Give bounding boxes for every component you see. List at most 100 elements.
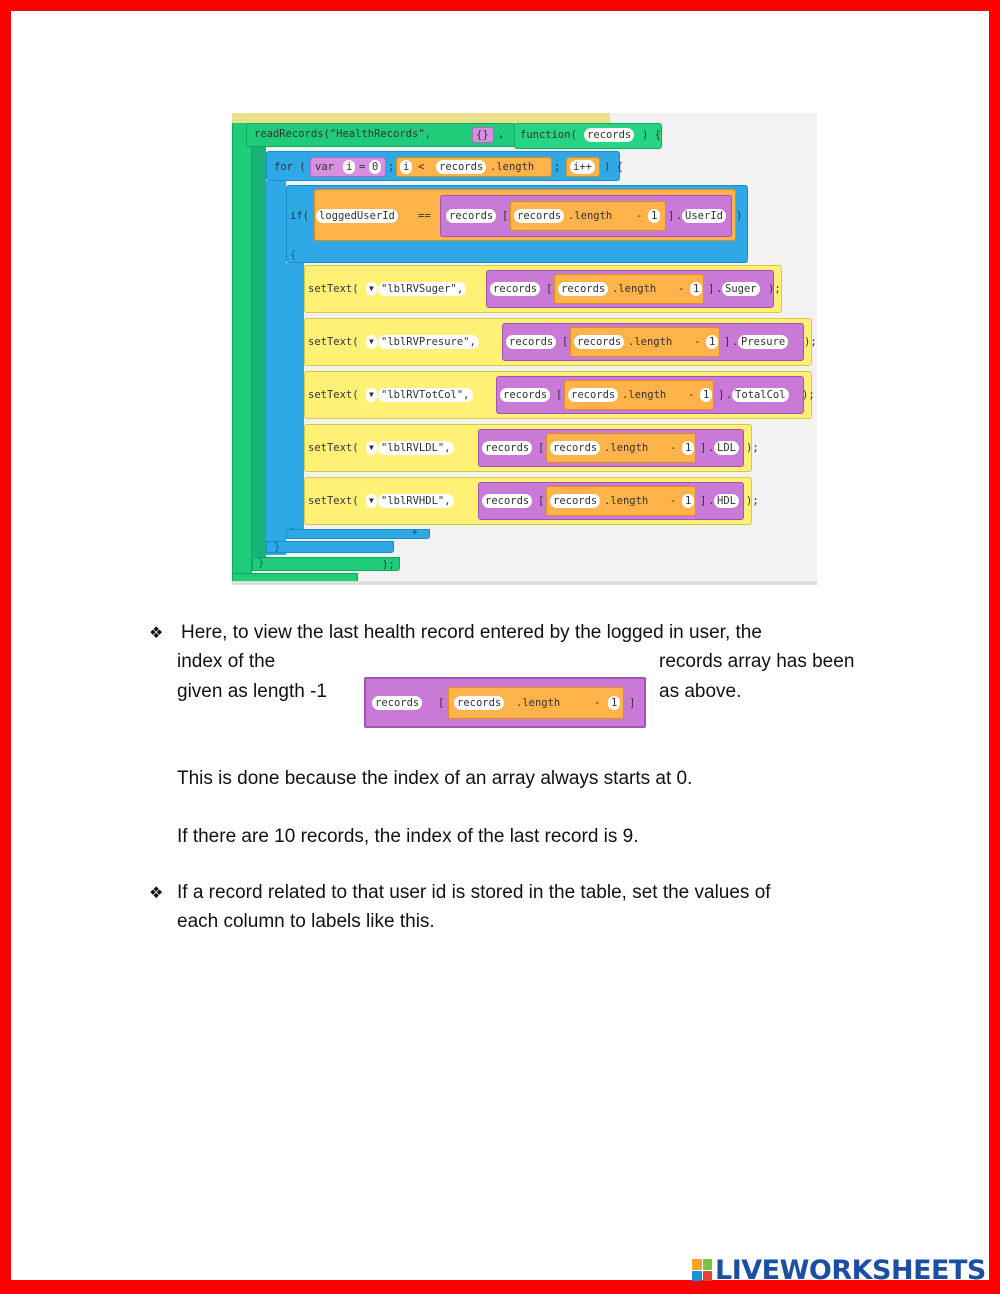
if-rhs-array: records bbox=[446, 209, 497, 223]
para1-line3b: as above. bbox=[659, 681, 742, 702]
settext-dot: . bbox=[726, 389, 733, 401]
settext-bracket-close: ] bbox=[718, 389, 725, 401]
liveworksheets-logo: LIVEWORKSHEETS bbox=[692, 1255, 986, 1286]
if-end-block bbox=[286, 529, 430, 539]
inline-bracket-close: ] bbox=[629, 697, 636, 709]
settext-end: ); bbox=[746, 495, 759, 507]
for-semicolon-1: ; bbox=[388, 161, 395, 173]
add-else-button[interactable]: + bbox=[412, 528, 418, 538]
dropdown-arrow-icon[interactable]: ▼ bbox=[366, 388, 377, 402]
bullet-2: ❖ bbox=[149, 883, 164, 902]
for-close: ) { bbox=[604, 161, 623, 173]
for-close-brace: } bbox=[274, 541, 281, 553]
for-init-value: 0 bbox=[369, 160, 382, 174]
settext-index-length: .length bbox=[604, 442, 649, 454]
if-rhs-dot: . bbox=[676, 210, 683, 222]
settext-field: Presure bbox=[738, 335, 789, 349]
settext-field: LDL bbox=[714, 441, 739, 455]
settext-element-id[interactable]: "lblRVPresure", bbox=[378, 335, 479, 349]
dropdown-arrow-icon[interactable]: ▼ bbox=[366, 494, 377, 508]
settext-records: records bbox=[500, 388, 551, 402]
function-param: records bbox=[584, 128, 635, 142]
for-var-keyword: var bbox=[315, 161, 334, 173]
settext-index-minus: - bbox=[694, 336, 701, 348]
if-index-one: 1 bbox=[648, 209, 661, 223]
para4-line2: each column to labels like this. bbox=[177, 911, 435, 932]
settext-bracket-close: ] bbox=[724, 336, 731, 348]
settext-end: ); bbox=[768, 283, 781, 295]
settext-field: TotalCol bbox=[732, 388, 789, 402]
settext-field: HDL bbox=[714, 494, 739, 508]
dropdown-arrow-icon[interactable]: ▼ bbox=[366, 282, 377, 296]
settext-call: setText( bbox=[308, 495, 359, 507]
settext-element-id[interactable]: "lblRVSuger", bbox=[378, 282, 467, 296]
settext-bracket-open: [ bbox=[538, 442, 545, 454]
settext-index-length: .length bbox=[612, 283, 657, 295]
green-rail bbox=[232, 113, 252, 585]
empty-object: {} bbox=[476, 129, 489, 141]
if-open-brace: { bbox=[290, 249, 297, 261]
dropdown-arrow-icon[interactable]: ▼ bbox=[366, 335, 377, 349]
settext-element-id[interactable]: "lblRVHDL", bbox=[378, 494, 454, 508]
settext-dot: . bbox=[708, 442, 715, 454]
settext-element-id[interactable]: "lblRVLDL", bbox=[378, 441, 454, 455]
for-keyword: for ( bbox=[274, 161, 306, 173]
if-rhs-bracket-open: [ bbox=[502, 210, 509, 222]
settext-index-one: 1 bbox=[706, 335, 719, 349]
for-increment: i++ bbox=[570, 160, 595, 174]
inline-records: records bbox=[372, 696, 423, 710]
settext-bracket-close: ] bbox=[700, 442, 707, 454]
for-semicolon-2: ; bbox=[554, 161, 561, 173]
settext-records: records bbox=[482, 494, 533, 508]
readrecords-block[interactable] bbox=[246, 123, 516, 147]
settext-dot: . bbox=[708, 495, 715, 507]
readrecords-close-paren: ); bbox=[382, 559, 395, 571]
settext-index-minus: - bbox=[670, 442, 677, 454]
if-field: UserId bbox=[682, 209, 726, 223]
settext-records: records bbox=[490, 282, 541, 296]
settext-end: ); bbox=[804, 336, 817, 348]
readrecords-close-brace: } bbox=[258, 557, 265, 569]
inline-bracket-open: [ bbox=[438, 697, 445, 709]
function-close: ) { bbox=[642, 129, 661, 141]
para1-line2b: records array has been bbox=[659, 651, 855, 672]
function-keyword: function( bbox=[520, 129, 577, 141]
settext-index-one: 1 bbox=[700, 388, 713, 402]
settext-element-id[interactable]: "lblRVTotCol", bbox=[378, 388, 473, 402]
inline-index-length: .length bbox=[516, 697, 561, 709]
settext-index-length: .length bbox=[604, 495, 649, 507]
for-cond-length: .length bbox=[490, 161, 535, 173]
if-close: ) bbox=[736, 210, 743, 222]
settext-end: ); bbox=[746, 442, 759, 454]
function-body-rail bbox=[252, 147, 266, 571]
inline-index-one: 1 bbox=[608, 696, 621, 710]
settext-index-array: records bbox=[550, 494, 601, 508]
settext-bracket-open: [ bbox=[556, 389, 563, 401]
for-end-block bbox=[266, 541, 394, 553]
settext-bracket-close: ] bbox=[708, 283, 715, 295]
settext-bracket-open: [ bbox=[546, 283, 553, 295]
readrecords-comma: , bbox=[498, 128, 505, 140]
para1-line1: Here, to view the last health record ent… bbox=[181, 622, 762, 643]
settext-index-minus: - bbox=[678, 283, 685, 295]
settext-field: Suger bbox=[722, 282, 760, 296]
settext-bracket-close: ] bbox=[700, 495, 707, 507]
if-lhs: loggedUserId bbox=[316, 209, 398, 223]
settext-call: setText( bbox=[308, 283, 359, 295]
settext-dot: . bbox=[716, 283, 723, 295]
settext-index-one: 1 bbox=[690, 282, 703, 296]
if-index-length: .length bbox=[568, 210, 613, 222]
settext-bracket-open: [ bbox=[538, 495, 545, 507]
para4-line1: If a record related to that user id is s… bbox=[177, 882, 771, 903]
for-assign: = bbox=[359, 161, 366, 173]
settext-call: setText( bbox=[308, 336, 359, 348]
settext-index-array: records bbox=[550, 441, 601, 455]
settext-end: ); bbox=[802, 389, 815, 401]
settext-index-length: .length bbox=[622, 389, 667, 401]
dropdown-arrow-icon[interactable]: ▼ bbox=[366, 441, 377, 455]
settext-bracket-open: [ bbox=[562, 336, 569, 348]
empty-object-block[interactable] bbox=[472, 127, 494, 143]
top-strip bbox=[232, 113, 610, 123]
inline-index-array: records bbox=[454, 696, 505, 710]
